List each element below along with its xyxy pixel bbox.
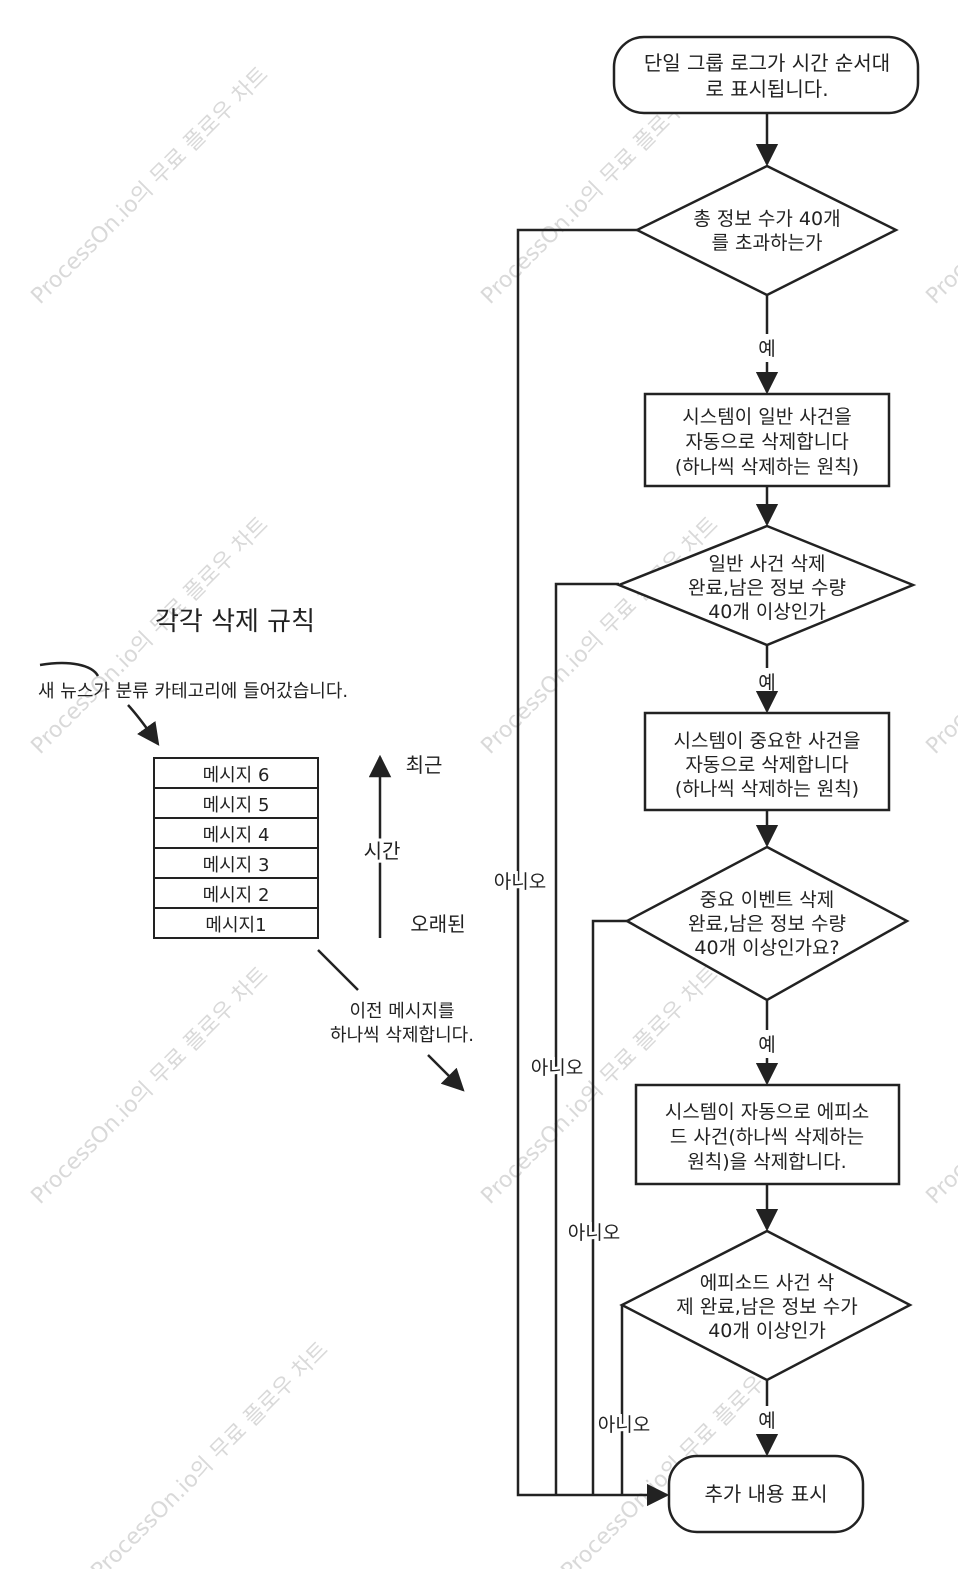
process-1-text-3: (하나씩 삭제하는 원칙) [675,456,859,478]
yes-label: 예 [758,1410,775,1432]
message-label: 메시지 6 [203,765,270,786]
watermark: ProcessOn.io의 무료 플로우 차트 [27,962,274,1209]
decision-3-text-1: 중요 이벤트 삭제 [700,889,834,911]
start-text-1: 단일 그룹 로그가 시간 순서대 [644,51,890,75]
incoming-label: 새 뉴스가 분류 카테고리에 들어갔습니다. [38,681,348,702]
message-box [153,757,319,789]
message-label: 메시지 4 [203,825,270,846]
decision-3-text-3: 40개 이상인가요? [694,937,839,959]
old-label: 오래된 [410,912,465,936]
decision-4-text-2: 제 완료,남은 정보 수가 [676,1296,857,1318]
message-label: 메시지1 [205,915,266,936]
time-label: 시간 [364,839,401,863]
decision-general-done [615,524,917,647]
delete-note-line1: 이전 메시지를 [349,1001,454,1022]
process-2-text-1: 시스템이 중요한 사건을 [674,730,861,752]
no-label: 아니오 [494,871,546,893]
process-delete-important [643,711,891,812]
no-label: 아니오 [531,1057,583,1079]
delete-line [317,949,359,991]
message-box [153,847,319,879]
process-2-text-3: (하나씩 삭제하는 원칙) [675,778,859,800]
watermark: ProcessOn.io의 무료 플로우 차트 [922,62,958,309]
message-label: 메시지 3 [203,855,270,876]
start-text-2: 로 표시됩니다. [705,77,828,101]
recent-label: 최근 [406,753,443,777]
decision-2-text-1: 일반 사건 삭제 [709,553,826,575]
no-label: 아니오 [568,1222,620,1244]
decision-1-text-1: 총 정보 수가 40개 [693,208,840,230]
end-text: 추가 내용 표시 [704,1482,827,1506]
message-box [153,787,319,819]
watermark: ProcessOn.io의 무료 플로우 차트 [27,62,274,309]
process-3-text-1: 시스템이 자동으로 에피소 [665,1101,869,1123]
decision-episode-done [619,1229,913,1382]
connectors [516,113,779,1507]
end-node [667,1454,865,1534]
legend-title: 각각 삭제 규칙 [155,607,315,637]
watermark: ProcessOn.io의 무료 플로우 차트 [922,512,958,759]
message-box [153,907,319,939]
decision-important-done [624,845,910,1002]
incoming-arrow [127,704,160,746]
yes-label: 예 [758,672,775,694]
process-3-text-2: 드 사건(하나씩 삭제하는 [670,1126,864,1148]
process-delete-general [643,392,891,488]
delete-note-line2: 하나씩 삭제합니다. [330,1025,474,1046]
start-node [612,35,920,115]
message-box [153,877,319,909]
yes-label: 예 [758,1034,775,1056]
process-1-text-2: 자동으로 삭제합니다 [685,431,848,453]
incoming-curve [39,661,100,677]
watermark: ProcessOn.io의 무료 플로우 차트 [922,962,958,1209]
decision-2-text-2: 완료,남은 정보 수량 [688,577,846,599]
message-stack: 메시지 6 메시지 5 메시지 4 메시지 3 메시지 2 메시지1 [153,757,319,939]
watermark: ProcessOn.io의 무료 플로우 차트 [87,1337,334,1569]
message-label: 메시지 5 [203,795,270,816]
decision-over-40 [634,164,899,297]
yes-label: 예 [758,338,775,360]
message-label: 메시지 2 [203,885,270,906]
delete-arrow [427,1054,465,1092]
decision-1-text-2: 를 초과하는가 [712,232,823,254]
process-2-text-2: 자동으로 삭제합니다 [685,754,848,776]
process-delete-episode [634,1083,901,1186]
decision-4-text-1: 에피소드 사건 삭 [700,1272,834,1294]
no-label: 아니오 [598,1414,650,1436]
process-3-text-3: 원칙)을 삭제합니다. [687,1151,846,1173]
decision-3-text-2: 완료,남은 정보 수량 [688,913,846,935]
decision-2-text-3: 40개 이상인가 [708,601,826,623]
decision-4-text-3: 40개 이상인가 [708,1320,826,1342]
process-1-text-1: 시스템이 일반 사건을 [682,406,851,428]
